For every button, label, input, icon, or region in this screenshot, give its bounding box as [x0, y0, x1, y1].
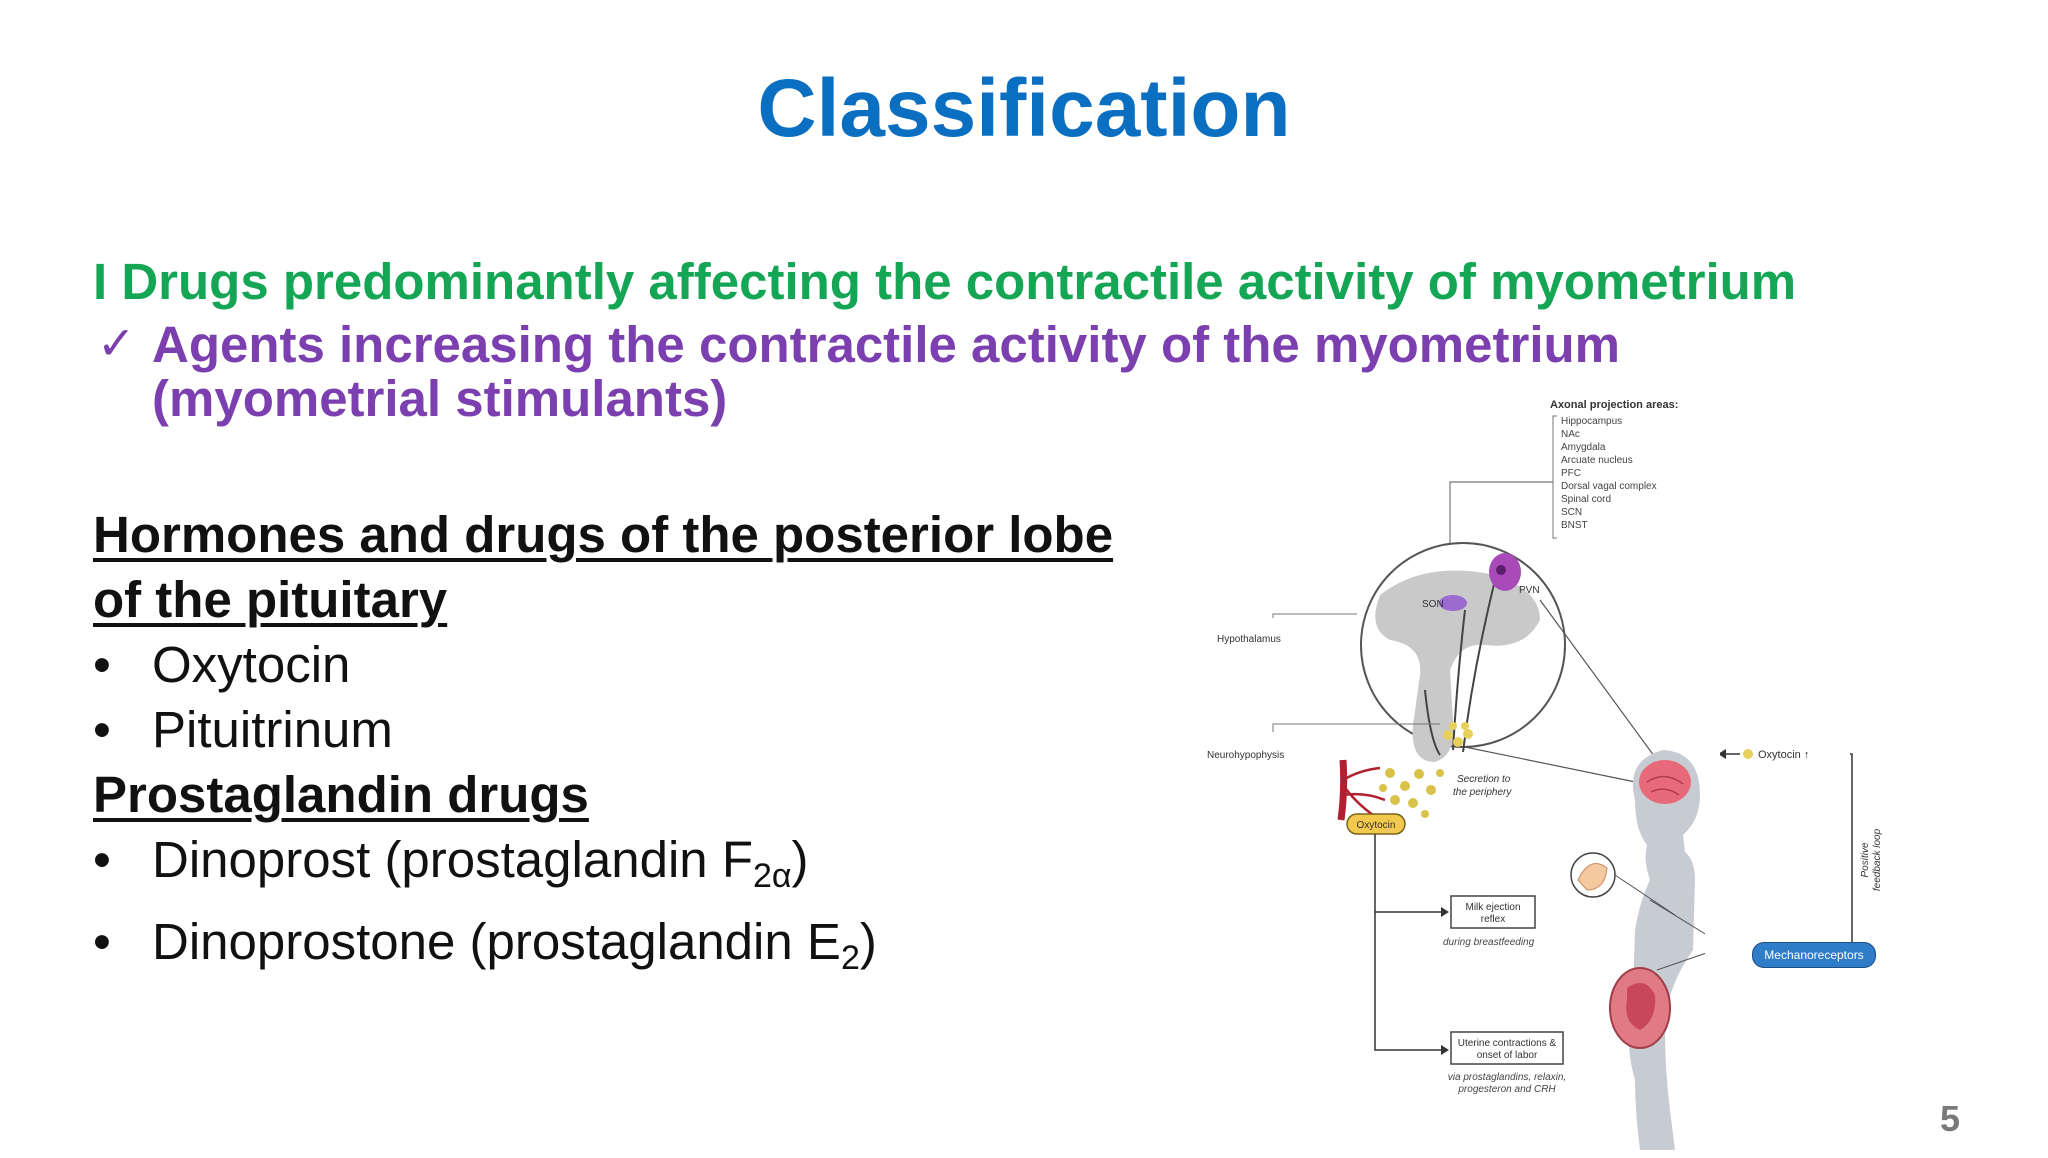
axonal-item: SCN — [1561, 507, 1582, 518]
feedback-line-1: Positive — [1860, 842, 1871, 877]
bullet-icon: • — [93, 913, 111, 970]
brain-tissue — [1375, 570, 1540, 762]
milk-ejection-box — [1450, 895, 1536, 929]
arrow-head-icon — [1441, 1045, 1449, 1055]
feedback-line-2: feedback loop — [1872, 828, 1883, 891]
list-item-oxytocin: • Oxytocin — [93, 632, 1113, 697]
feedback-loop-line — [1850, 753, 1853, 952]
son-label: SON — [1422, 599, 1444, 610]
axonal-item: NAc — [1561, 429, 1580, 440]
uterine-line-2: onset of labor — [1477, 1050, 1538, 1061]
milk-line-1: Milk ejection — [1465, 902, 1520, 913]
via-line-1: via prostaglandins, relaxin, — [1448, 1072, 1566, 1083]
list-item-label: Dinoprost (prostaglandin F — [152, 831, 753, 888]
prostaglandin-heading: Prostaglandin drugs — [93, 766, 589, 823]
agents-line-2: (myometrial stimulants) — [152, 370, 728, 427]
subscript: 2 — [840, 939, 860, 977]
secretion-line-1: Secretion to — [1457, 774, 1511, 785]
son-nucleus — [1439, 595, 1467, 611]
oxytocin-granules — [1443, 722, 1473, 747]
subscript: 2α — [752, 857, 792, 895]
fetus-icon — [1626, 982, 1656, 1030]
neurohypophysis-leader — [1272, 723, 1440, 732]
arrow-head-icon — [1720, 749, 1726, 759]
neurohypophysis-label: Neurohypophysis — [1207, 750, 1284, 761]
list-item-label: Dinoprostone (prostaglandin E — [152, 913, 841, 970]
during-breastfeeding: during breastfeeding — [1443, 937, 1535, 948]
brain-folds — [1646, 775, 1684, 796]
axonal-item: Spinal cord — [1561, 494, 1611, 505]
axon-path — [1452, 609, 1466, 751]
page-number: 5 — [1939, 1098, 1960, 1139]
via-line-2: progesteron and CRH — [1457, 1084, 1556, 1095]
receptor-line — [1649, 899, 1705, 971]
axon-path — [1424, 689, 1441, 756]
human-figure — [1628, 750, 1700, 1150]
arrow-head-icon — [1441, 907, 1449, 917]
axonal-item: Arcuate nucleus — [1561, 455, 1633, 466]
list-item-tail: ) — [791, 831, 809, 888]
flow-line — [1374, 834, 1447, 1051]
axonal-item: PFC — [1561, 468, 1581, 479]
milk-line-2: reflex — [1481, 914, 1505, 925]
capillaries — [1341, 766, 1386, 817]
axonal-item: Amygdala — [1561, 442, 1606, 453]
projection-connector — [1449, 481, 1553, 570]
list-item-pituitrinum: • Pituitrinum — [93, 697, 1113, 762]
pvn-core — [1496, 565, 1506, 575]
bullet-icon: • — [93, 636, 111, 693]
uterine-line-1: Uterine contractions & — [1458, 1038, 1557, 1049]
oxytocin-pathway-diagram: Axonal projection areas: Hippocampus NAc… — [1207, 399, 1705, 1150]
list-item-dinoprost: • Dinoprost (prostaglandin F2α) — [93, 827, 1113, 909]
axonal-list: Hippocampus NAc Amygdala Arcuate nucleus… — [1561, 416, 1657, 531]
zoom-line — [1464, 746, 1651, 786]
axonal-title: Axonal projection areas: — [1550, 399, 1678, 411]
oxytocin-dot-icon — [1743, 749, 1753, 759]
hypothalamus-label: Hypothalamus — [1217, 634, 1281, 645]
section-heading: I Drugs predominantly affecting the cont… — [93, 253, 1797, 310]
secretion-line-2: the periphery — [1453, 787, 1512, 798]
pvn-label: PVN — [1519, 585, 1540, 596]
feedback-panel: Oxytocin ↑ Positive feedback loop — [1720, 749, 1883, 952]
list-item-label: Pituitrinum — [152, 701, 393, 758]
brain-icon — [1639, 760, 1691, 804]
axonal-item: Dorsal vagal complex — [1561, 481, 1657, 492]
list-item-label: Oxytocin — [152, 636, 351, 693]
oxytocin-badge-label: Oxytocin — [1357, 820, 1396, 831]
agents-line-1: Agents increasing the contractile activi… — [152, 316, 1621, 373]
axonal-bracket — [1552, 415, 1557, 539]
oxytocin-up-label: Oxytocin ↑ — [1758, 749, 1809, 761]
list-item-dinoprostone: • Dinoprostone (prostaglandin E2) — [93, 909, 1113, 991]
axonal-item: BNST — [1561, 520, 1588, 531]
axonal-item: Hippocampus — [1561, 416, 1622, 427]
secretion-granules — [1379, 768, 1444, 818]
hormones-heading-line-1: Hormones and drugs of the posterior lobe — [93, 506, 1114, 563]
bullet-icon: • — [93, 831, 111, 888]
hypothalamus-leader — [1272, 613, 1357, 618]
check-icon: ✓ — [97, 316, 136, 370]
agents-item: ✓ Agents increasing the contractile acti… — [93, 316, 1793, 427]
blood-vessel — [1337, 759, 1348, 821]
drug-list: Hormones and drugs of the posterior lobe… — [93, 502, 1113, 991]
oxytocin-badge — [1346, 813, 1406, 835]
zoom-line — [1539, 599, 1658, 761]
list-item-tail: ) — [859, 913, 877, 970]
hormones-heading-line-2: of the pituitary — [93, 571, 448, 628]
zoom-line — [1614, 874, 1676, 916]
slide-title: Classification — [757, 63, 1291, 154]
uterine-box — [1450, 1031, 1564, 1065]
bullet-icon: • — [93, 701, 111, 758]
mechanoreceptors-badge: Mechanoreceptors — [1752, 942, 1876, 968]
breast-icon — [1577, 863, 1608, 891]
